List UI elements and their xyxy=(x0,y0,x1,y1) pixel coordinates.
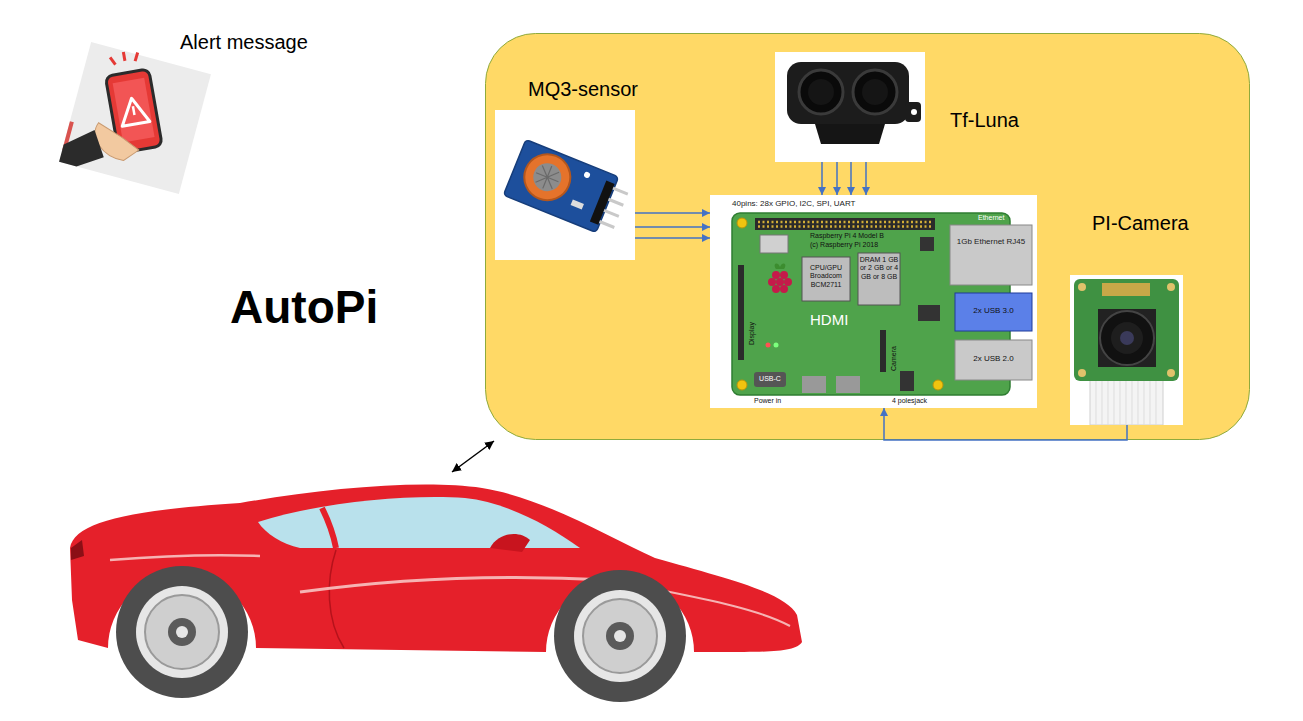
connector-arrow xyxy=(635,226,710,228)
warning-sign xyxy=(118,96,150,126)
camera-box: PI-Camera xyxy=(1070,275,1183,425)
icon-card xyxy=(59,42,211,194)
port-label: HDMI xyxy=(810,311,848,329)
part-heading: PI-Camera xyxy=(1092,211,1189,235)
connector-arrow xyxy=(865,162,867,195)
pin-label: 40pins: 28x GPIO, I2C, SPI, UART xyxy=(732,199,855,209)
alert-ray xyxy=(110,57,115,66)
door-line xyxy=(329,550,344,648)
port-label: 2x USB 3.0 xyxy=(955,306,1032,316)
sleeve xyxy=(59,123,110,173)
part-heading: MQ3-sensor xyxy=(528,77,638,101)
warning-sign xyxy=(133,106,135,115)
connector-arrow xyxy=(635,237,710,239)
connector-label: Camera xyxy=(890,346,898,371)
camera-picture xyxy=(1070,275,1183,425)
sensor-picture xyxy=(495,110,635,260)
car-window xyxy=(258,497,580,548)
wheel xyxy=(116,566,248,698)
board-picture xyxy=(710,195,1037,408)
wheel xyxy=(554,570,686,702)
chip-label: CPU/GPU Broadcom BCM2711 xyxy=(802,264,850,289)
port-label: 1Gb Ethernet RJ45 xyxy=(954,237,1028,247)
sensor-box: MQ3-sensor xyxy=(495,110,635,260)
board-name: Raspberry Pi 4 Model B xyxy=(810,232,884,240)
phone-screen xyxy=(113,78,155,143)
port-label: USB-C xyxy=(754,375,786,383)
connector-arrow xyxy=(836,162,838,195)
connector-arrow xyxy=(850,162,852,195)
part-heading: Tf-Luna xyxy=(950,108,1019,132)
port-label: Ethernet xyxy=(978,214,1004,222)
car-pillar xyxy=(322,508,336,548)
lidar-box: Tf-Luna xyxy=(775,52,925,162)
connector-arrow xyxy=(884,408,1127,440)
board-name: (c) Raspberry Pi 2018 xyxy=(810,241,878,249)
lidar-picture xyxy=(775,52,925,162)
car-highlight xyxy=(110,555,260,560)
tail-light xyxy=(71,540,84,560)
alert-ray xyxy=(123,52,125,61)
alert-icon xyxy=(59,34,213,194)
chip-label: DRAM 1 GB or 2 GB or 4 GB or 8 GB xyxy=(858,256,900,281)
port-label: 4 polesjack xyxy=(892,397,927,405)
alert-ray xyxy=(134,53,139,62)
alert-label: Alert message xyxy=(180,30,308,54)
car xyxy=(70,485,802,702)
link-arrow xyxy=(452,441,494,472)
car-highlight xyxy=(300,577,610,592)
system-title: AutoPi xyxy=(230,280,378,335)
connector-arrow xyxy=(821,162,823,195)
port-label: Power in xyxy=(754,397,781,405)
side-mirror xyxy=(490,534,530,552)
board-box: 40pins: 28x GPIO, I2C, SPI, UART Ethernet… xyxy=(710,195,1037,408)
system-panel: MQ3-sensor Tf-Luna xyxy=(485,33,1250,440)
connector-label: Display xyxy=(748,322,756,345)
connector-arrow xyxy=(635,212,710,214)
port-label: 2x USB 2.0 xyxy=(955,354,1032,364)
